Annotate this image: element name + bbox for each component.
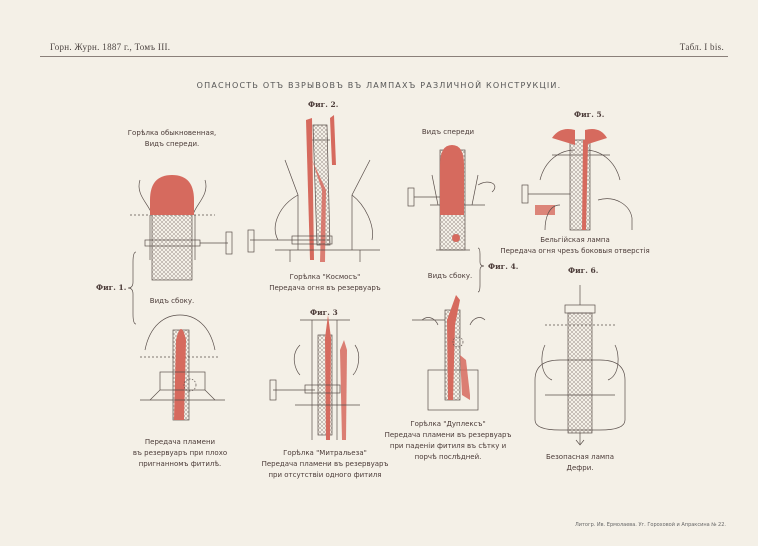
fig1-front-drawing xyxy=(130,175,233,281)
fig6-label: Фиг. 6. xyxy=(568,266,599,275)
printer-credit: Литогр. Ив. Ермолаева. Уг. Гороховой и А… xyxy=(574,522,726,528)
fig4-side-caption: Видъ сбоку. xyxy=(427,272,473,280)
fig3-label: Фиг. 3 xyxy=(310,308,338,317)
fig1-side-caption: Видъ сбоку. xyxy=(149,297,195,305)
fig5-label: Фиг. 5. xyxy=(574,110,605,119)
fig4-front-caption: Видъ спереди xyxy=(421,128,475,136)
plate-title: ОПАСНОСТЬ ОТЪ ВЗРЫВОВЪ ВЪ ЛАМПАХЪ РАЗЛИЧ… xyxy=(196,81,562,90)
fig4-label: Фиг. 4. xyxy=(488,262,519,271)
header-rule xyxy=(40,56,728,57)
fig3-caption: Горѣлка "Митральеза" Передача пламени въ… xyxy=(261,449,389,479)
fig1-label: Фиг. 1. xyxy=(96,283,127,292)
fig4-caption: Горѣлка "Дуплексъ" Передача пламени въ р… xyxy=(384,420,512,461)
journal-header: Горн. Журн. 1887 г., Томъ III. xyxy=(50,42,171,52)
fig1-brace xyxy=(127,251,137,325)
fig4-brace xyxy=(477,247,485,293)
fig5-caption: Бельгійская лампа Передача огня чрезъ бо… xyxy=(500,236,650,255)
fig5-drawing xyxy=(521,129,633,231)
fig1-side-drawing xyxy=(140,314,225,421)
fig6-drawing xyxy=(534,285,626,446)
fig4-side-drawing xyxy=(412,295,486,411)
fig3-drawing xyxy=(269,315,360,440)
plate-number: Табл. I bis. xyxy=(679,42,724,52)
fig4-front-drawing xyxy=(407,145,496,251)
fig1-top-caption: Горѣлка обыкновенная, Видъ спереди. xyxy=(127,129,217,148)
fig6-caption: Безопасная лампа Дефри. xyxy=(545,453,615,472)
fig2-label: Фиг. 2. xyxy=(308,100,339,109)
fig2-drawing xyxy=(247,115,380,262)
fig2-caption: Горѣлка "Космосъ" Передача огня въ резер… xyxy=(269,273,381,292)
fig1-bottom-caption: Передача пламени въ резервуаръ при плохо… xyxy=(132,438,228,468)
